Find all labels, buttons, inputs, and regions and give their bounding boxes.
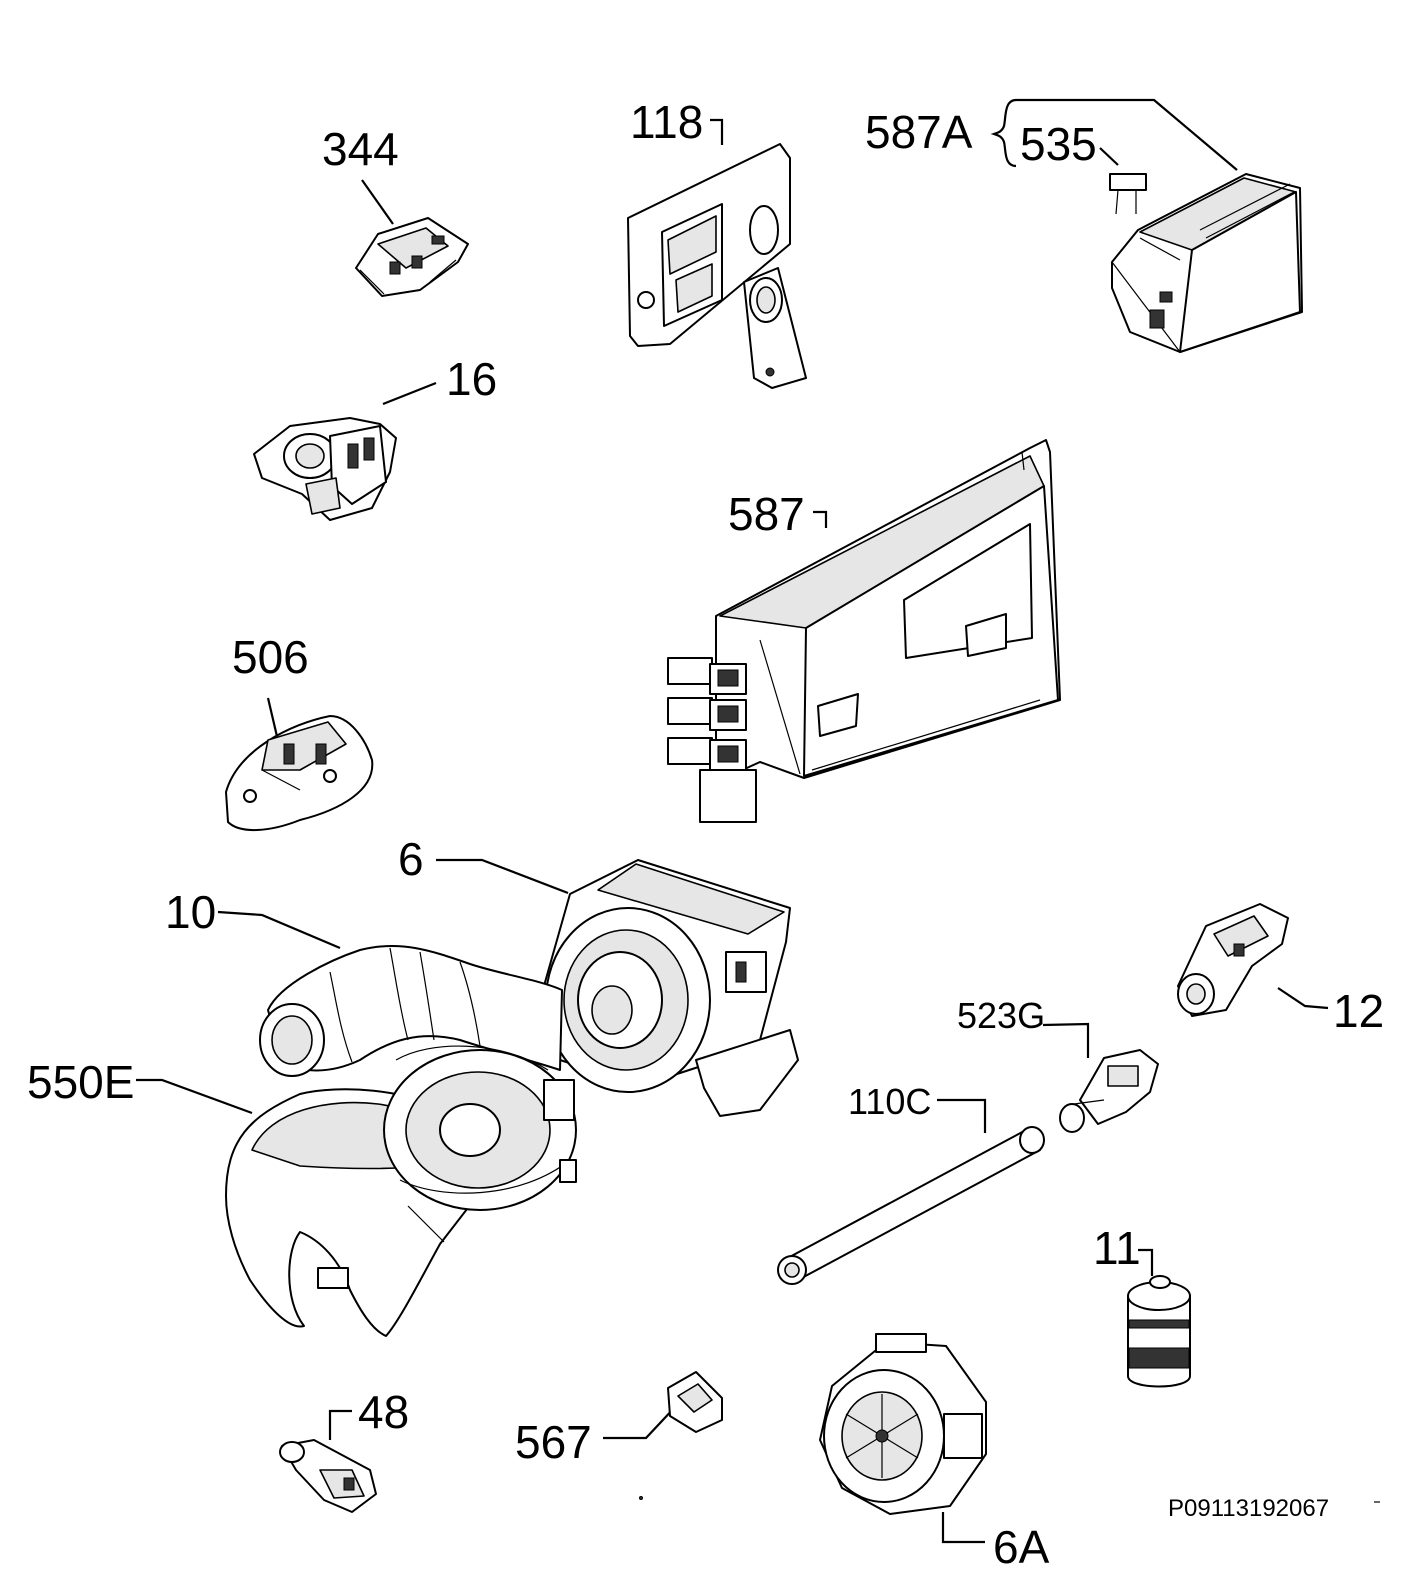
part-6-circulation-pump	[539, 859, 799, 1117]
label-344: 344	[322, 123, 399, 175]
leader-523G	[1042, 1022, 1090, 1058]
leader-6A	[941, 1512, 985, 1544]
part-48-temperature-sensor	[279, 1439, 377, 1513]
brace-587A	[990, 98, 1017, 168]
leader-110C	[937, 1098, 987, 1133]
label-550E: 550E	[27, 1056, 134, 1108]
leader-587A	[1016, 98, 1238, 171]
label-6A: 6A	[993, 1521, 1050, 1573]
label-110C: 110C	[848, 1081, 931, 1122]
part-16-drain-pump	[253, 417, 397, 521]
leader-567	[603, 1405, 677, 1440]
part-567-clip	[667, 1371, 723, 1433]
part-523G-connector	[1059, 1049, 1159, 1133]
label-506: 506	[232, 631, 309, 683]
label-587A: 587A	[865, 106, 973, 158]
part-587A-control-module	[1111, 173, 1303, 353]
part-12-pressure-switch	[1177, 903, 1289, 1017]
label-523G: 523G	[957, 995, 1045, 1036]
part-344-connector	[355, 217, 469, 297]
part-587-electronic-board	[667, 439, 1061, 823]
leader-16	[382, 381, 437, 406]
leader-10	[217, 910, 341, 950]
part-535-fuse	[1109, 173, 1147, 215]
leader-550E	[136, 1078, 253, 1115]
leader-118	[710, 118, 724, 145]
leader-344	[361, 179, 394, 225]
label-10: 10	[165, 886, 216, 938]
label-567: 567	[515, 1416, 592, 1468]
label-118: 118	[630, 96, 703, 148]
part-506-sensor	[225, 715, 374, 832]
label-6: 6	[398, 833, 424, 885]
part-10-hose	[259, 944, 563, 1077]
leader-587	[813, 510, 828, 528]
part-110C-tube	[777, 1126, 1045, 1285]
leader-12	[1277, 987, 1329, 1010]
leader-48	[328, 1409, 352, 1440]
part-550E-heater-housing	[225, 1045, 577, 1337]
label-16: 16	[446, 353, 497, 405]
label-12: 12	[1333, 985, 1384, 1037]
label-48: 48	[358, 1386, 409, 1438]
leader-535	[1099, 147, 1119, 166]
part-118-dispenser	[627, 143, 807, 389]
leader-lines	[136, 98, 1329, 1544]
leader-6	[436, 858, 569, 895]
impeller-icon	[845, 1394, 919, 1478]
drawing-code: P09113192067	[1168, 1495, 1329, 1522]
stray-mark	[639, 1496, 643, 1500]
leader-11	[1138, 1248, 1154, 1276]
label-587: 587	[728, 488, 805, 540]
part-6A-pump-motor	[819, 1333, 987, 1515]
part-11-capacitor	[1127, 1275, 1191, 1388]
label-11: 11	[1093, 1222, 1141, 1274]
label-535: 535	[1020, 118, 1097, 170]
